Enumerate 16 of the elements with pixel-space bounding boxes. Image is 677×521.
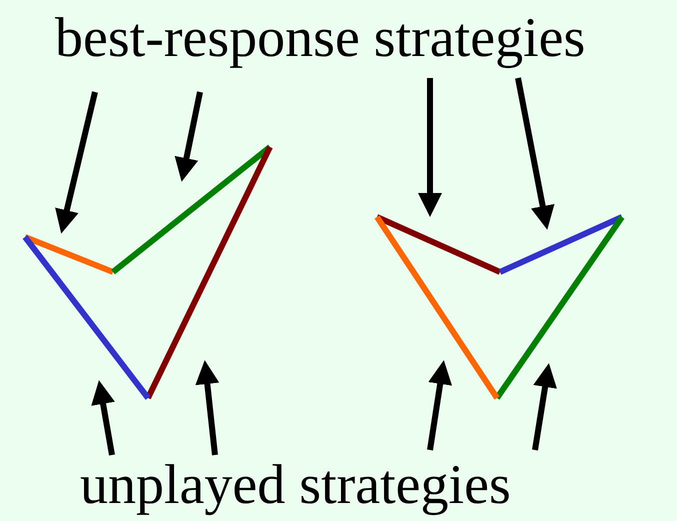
caption-text: unplayed strategies — [80, 455, 511, 515]
polygon-edge — [494, 215, 624, 400]
caption-text: best-response strategies — [55, 8, 586, 68]
leader-arrow — [55, 91, 98, 234]
polygon-edge — [145, 146, 273, 400]
polygon-edge — [111, 144, 272, 274]
polygon-edge — [374, 215, 500, 400]
leader-arrow — [427, 360, 452, 450]
leader-arrow — [532, 363, 557, 450]
leader-arrow — [195, 360, 220, 456]
polygon-edge — [22, 235, 150, 400]
leader-arrow — [174, 91, 203, 182]
leader-arrow — [418, 78, 442, 217]
leader-arrow — [91, 380, 115, 456]
leader-arrow — [515, 77, 554, 230]
polygon-edge — [24, 234, 114, 275]
